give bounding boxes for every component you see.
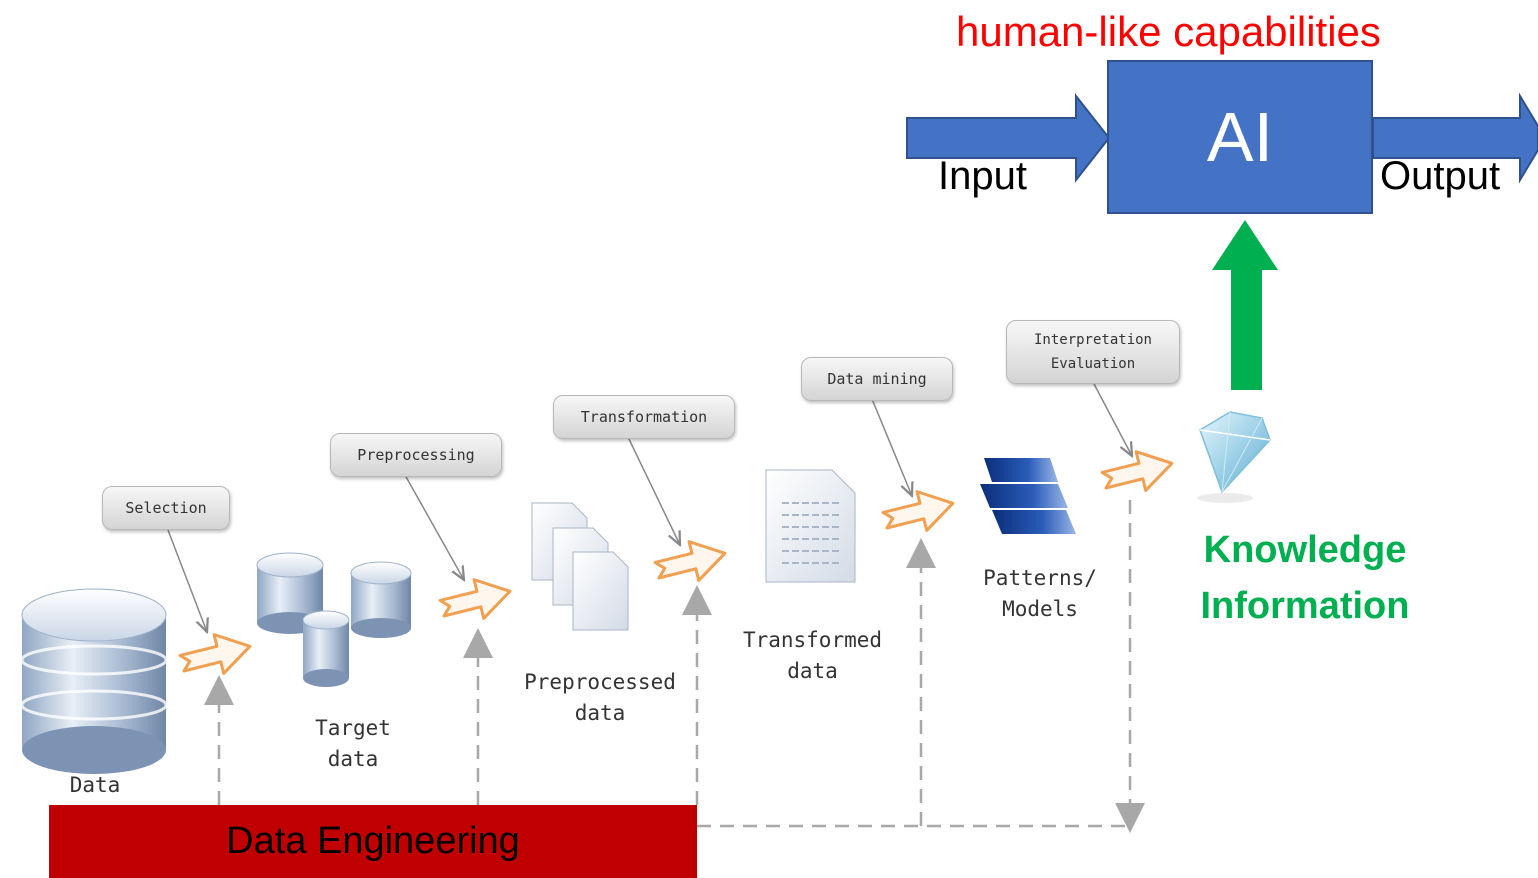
flow-arrow-5 bbox=[1100, 450, 1174, 492]
input-label: Input bbox=[938, 154, 1027, 198]
knowledge-gem-icon bbox=[1197, 411, 1271, 503]
artifact-transformed-data-label: Transformed data bbox=[742, 628, 883, 683]
knowledge-information-label: Knowledge Information bbox=[1200, 529, 1410, 627]
target-data-database-icon bbox=[256, 552, 412, 687]
flow-arrow-4 bbox=[881, 490, 955, 532]
knowledge-up-arrow bbox=[1212, 220, 1278, 390]
output-arrow bbox=[1372, 92, 1538, 184]
step-selection: Selection bbox=[102, 486, 230, 530]
flow-arrow-1 bbox=[178, 633, 252, 675]
artifact-patterns-models-label: Patterns/ Models bbox=[983, 566, 1097, 621]
flow-arrow-3 bbox=[653, 540, 727, 582]
step-preprocessing: Preprocessing bbox=[330, 433, 502, 477]
step-transformation: Transformation bbox=[553, 395, 735, 439]
transformed-document-icon bbox=[765, 469, 856, 583]
input-arrow bbox=[906, 93, 1111, 183]
step-interpretation-evaluation: Interpretation Evaluation bbox=[1006, 320, 1180, 384]
data-engineering-banner: Data Engineering bbox=[49, 805, 697, 878]
step-data-mining: Data mining bbox=[801, 357, 953, 401]
data-database-icon bbox=[20, 588, 168, 774]
flow-arrow-2 bbox=[438, 578, 512, 620]
artifact-data-label: Data bbox=[69, 773, 121, 797]
artifact-target-data-label: Target data bbox=[315, 716, 391, 771]
ai-heading: human-like capabilities bbox=[956, 8, 1381, 55]
feedback-lines bbox=[204, 500, 1145, 833]
ai-box: AI bbox=[1107, 60, 1373, 214]
patterns-models-icon bbox=[980, 458, 1076, 534]
callout-lines bbox=[167, 381, 1132, 632]
artifact-preprocessed-data-label: Preprocessed data bbox=[524, 670, 676, 725]
preprocessed-documents-icon bbox=[531, 502, 629, 631]
output-label: Output bbox=[1380, 154, 1501, 198]
flow-arrows bbox=[178, 450, 1174, 675]
